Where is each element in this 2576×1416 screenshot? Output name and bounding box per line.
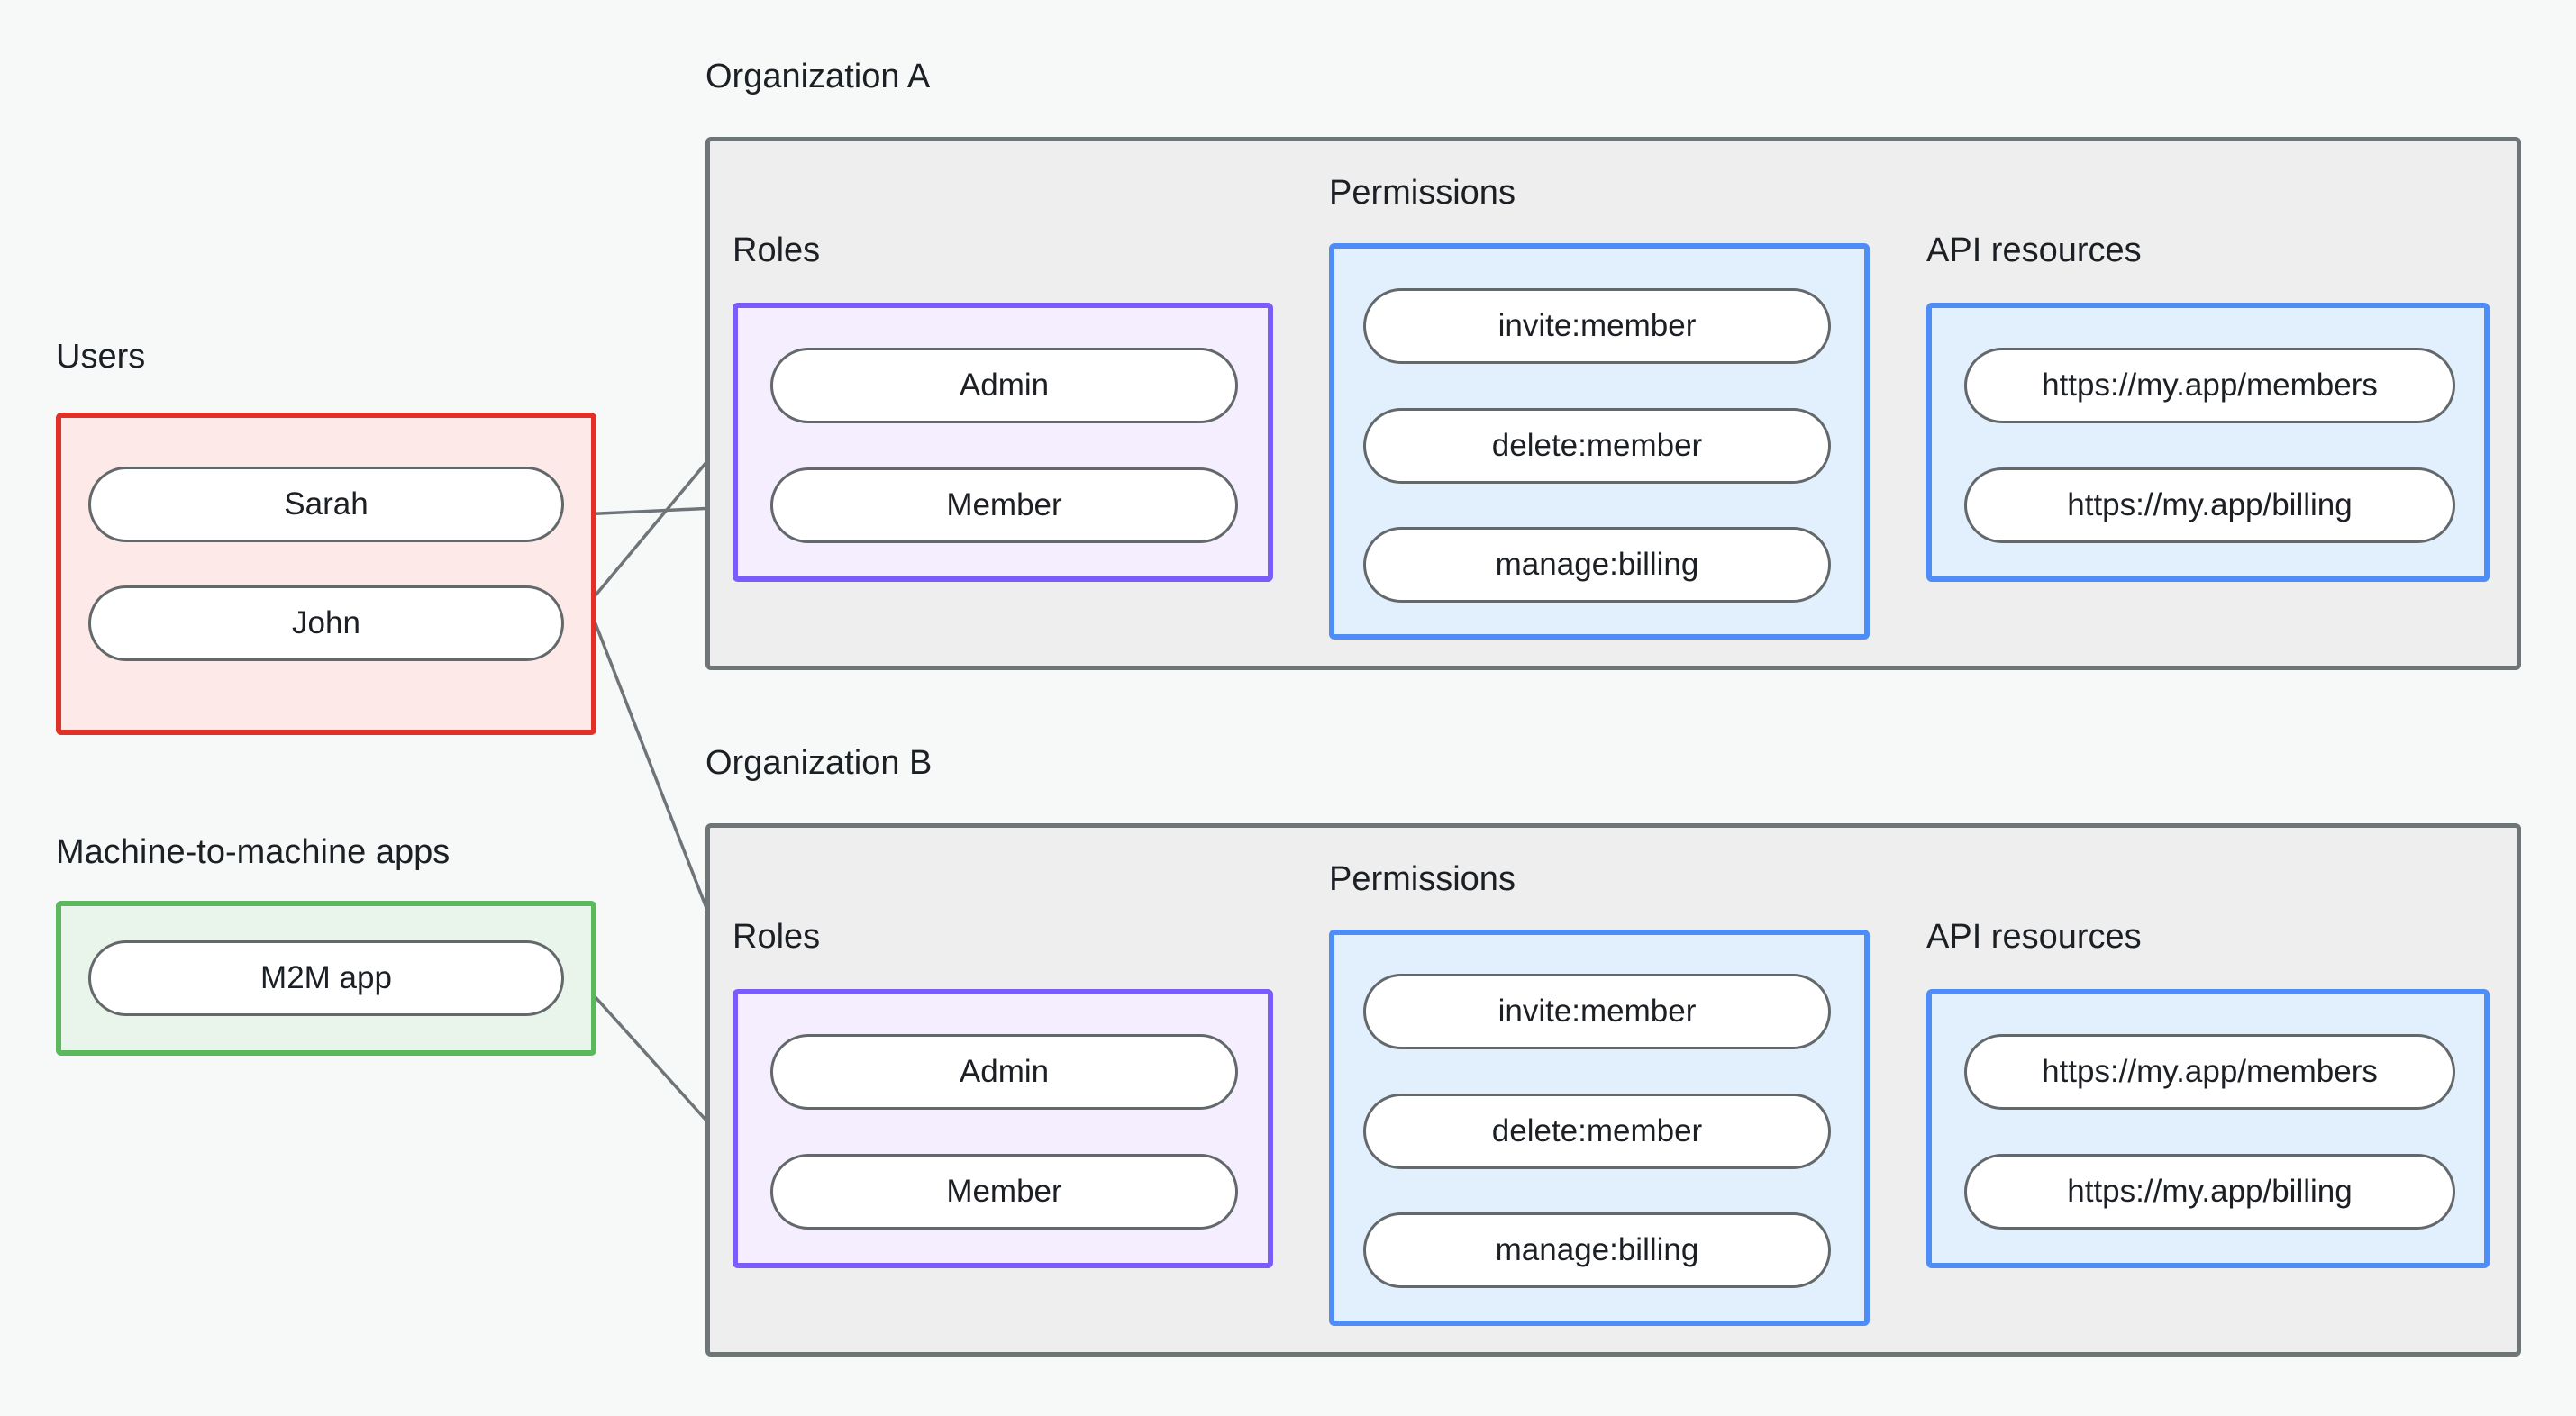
- orgB-permission-manage-billing[interactable]: manage:billing: [1363, 1212, 1831, 1288]
- organization-b-label: Organization B: [705, 744, 933, 782]
- organization-a-label: Organization A: [705, 58, 931, 95]
- orgB-permissions-label: Permissions: [1329, 860, 1516, 898]
- users-box: [56, 413, 596, 735]
- orgB-api-resource-billing[interactable]: https://my.app/billing: [1964, 1154, 2455, 1230]
- orgA-roles-label: Roles: [733, 231, 821, 269]
- m2m-node-app[interactable]: M2M app: [88, 940, 564, 1016]
- orgA-role-admin[interactable]: Admin: [770, 348, 1238, 423]
- orgA-role-member[interactable]: Member: [770, 467, 1238, 543]
- orgA-api-resource-billing[interactable]: https://my.app/billing: [1964, 467, 2455, 543]
- orgA-api-resource-members[interactable]: https://my.app/members: [1964, 348, 2455, 423]
- orgB-api-resource-members[interactable]: https://my.app/members: [1964, 1034, 2455, 1110]
- orgA-permission-invite-member[interactable]: invite:member: [1363, 288, 1831, 364]
- user-node-sarah[interactable]: Sarah: [88, 467, 564, 542]
- orgB-role-admin[interactable]: Admin: [770, 1034, 1238, 1110]
- machine-apps-group-label: Machine-to-machine apps: [56, 833, 451, 871]
- orgA-permission-manage-billing[interactable]: manage:billing: [1363, 527, 1831, 603]
- orgA-api-resources-label: API resources: [1926, 231, 2142, 269]
- orgB-permission-delete-member[interactable]: delete:member: [1363, 1094, 1831, 1169]
- orgB-roles-label: Roles: [733, 918, 821, 956]
- user-node-john[interactable]: John: [88, 585, 564, 661]
- orgA-permission-delete-member[interactable]: delete:member: [1363, 408, 1831, 484]
- orgB-api-resources-label: API resources: [1926, 918, 2142, 956]
- orgB-role-member[interactable]: Member: [770, 1154, 1238, 1230]
- orgA-permissions-label: Permissions: [1329, 174, 1516, 212]
- users-group-label: Users: [56, 338, 146, 376]
- orgB-permission-invite-member[interactable]: invite:member: [1363, 974, 1831, 1049]
